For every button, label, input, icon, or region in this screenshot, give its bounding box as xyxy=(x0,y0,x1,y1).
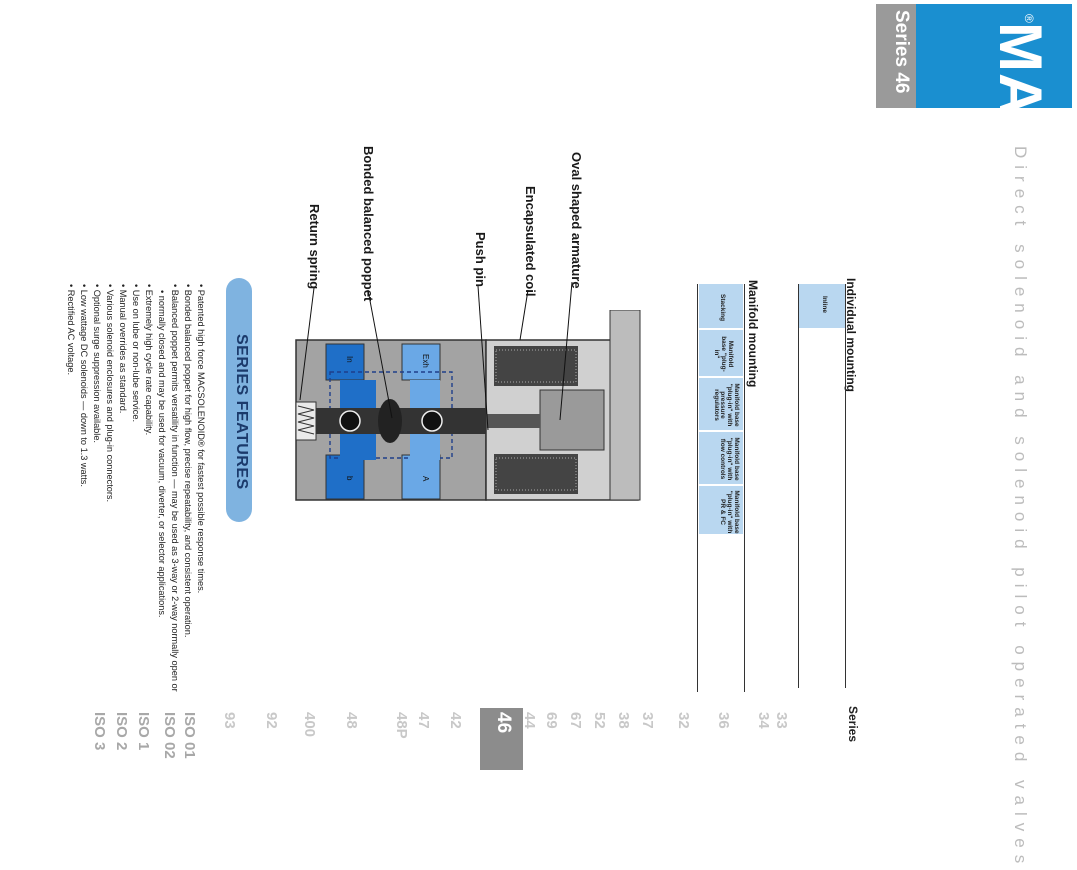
manifold-plugin-cell: Manifold base "plug-in" xyxy=(699,330,743,376)
valve-cutaway-diagram xyxy=(295,310,641,501)
coil-winding-bottom xyxy=(494,454,578,494)
coil-hatch-top xyxy=(495,349,577,383)
feature-item: • Patented high force MACSOLENOID® for f… xyxy=(196,284,206,594)
feature-item: • Rectified AC voltage. xyxy=(66,284,76,376)
manifold-bottom-rule xyxy=(697,284,698,692)
manifold-top-rule xyxy=(744,284,745,692)
manifold-stacking-cell: Stacking xyxy=(699,284,743,328)
feature-item: • Various solenoid enclosures and plug-i… xyxy=(105,284,115,503)
feature-item: • normally closed and may be used for va… xyxy=(157,290,167,618)
feature-item: • Manual overrides as standard. xyxy=(118,284,128,414)
manifold-flow-cell: Manifold base "plug-in" with flow contro… xyxy=(699,432,743,484)
seal-right xyxy=(421,410,443,432)
feature-item: • Low wattage DC solenoids — down to 1.3… xyxy=(79,284,89,487)
feature-item: • Bonded balanced poppet for high flow, … xyxy=(183,284,193,638)
features-title: SERIES FEATURES xyxy=(233,334,250,490)
manual-override xyxy=(609,310,641,501)
series-tab xyxy=(876,4,916,108)
port-exh-chamber xyxy=(401,343,441,381)
leader-spring xyxy=(299,287,315,401)
leader-armature xyxy=(559,281,573,421)
feature-item: • Balanced poppet permits versatility in… xyxy=(170,284,180,692)
feature-item: • Optional surge suppression available. xyxy=(92,284,102,443)
callout-leaders xyxy=(299,281,573,431)
feature-item: • Extremely high cycle rate capability. xyxy=(144,284,154,436)
bonded-poppet xyxy=(378,399,402,443)
feature-item: • Use on lube or non-lube service. xyxy=(131,284,141,423)
leader-coil xyxy=(519,289,529,341)
current-series-highlight xyxy=(480,708,523,770)
manifold-regulator-cell: Manifold base "plug-in" with pressure re… xyxy=(699,378,743,430)
manifold-pr-fc-cell: Manifold base "plug-in" with PR & FC xyxy=(699,486,743,534)
features-title-pill xyxy=(226,278,252,522)
individual-divider xyxy=(798,284,799,688)
inline-mount-cell: Inline xyxy=(799,284,845,328)
push-pin xyxy=(486,414,540,428)
coil-hatch-bottom xyxy=(495,457,577,491)
individual-top-rule xyxy=(845,284,846,688)
leader-push-pin xyxy=(477,285,489,431)
leader-poppet xyxy=(367,289,393,419)
return-spring xyxy=(297,405,315,435)
port-in-chamber xyxy=(325,343,365,381)
oval-armature xyxy=(539,389,605,451)
seal-left xyxy=(339,410,361,432)
